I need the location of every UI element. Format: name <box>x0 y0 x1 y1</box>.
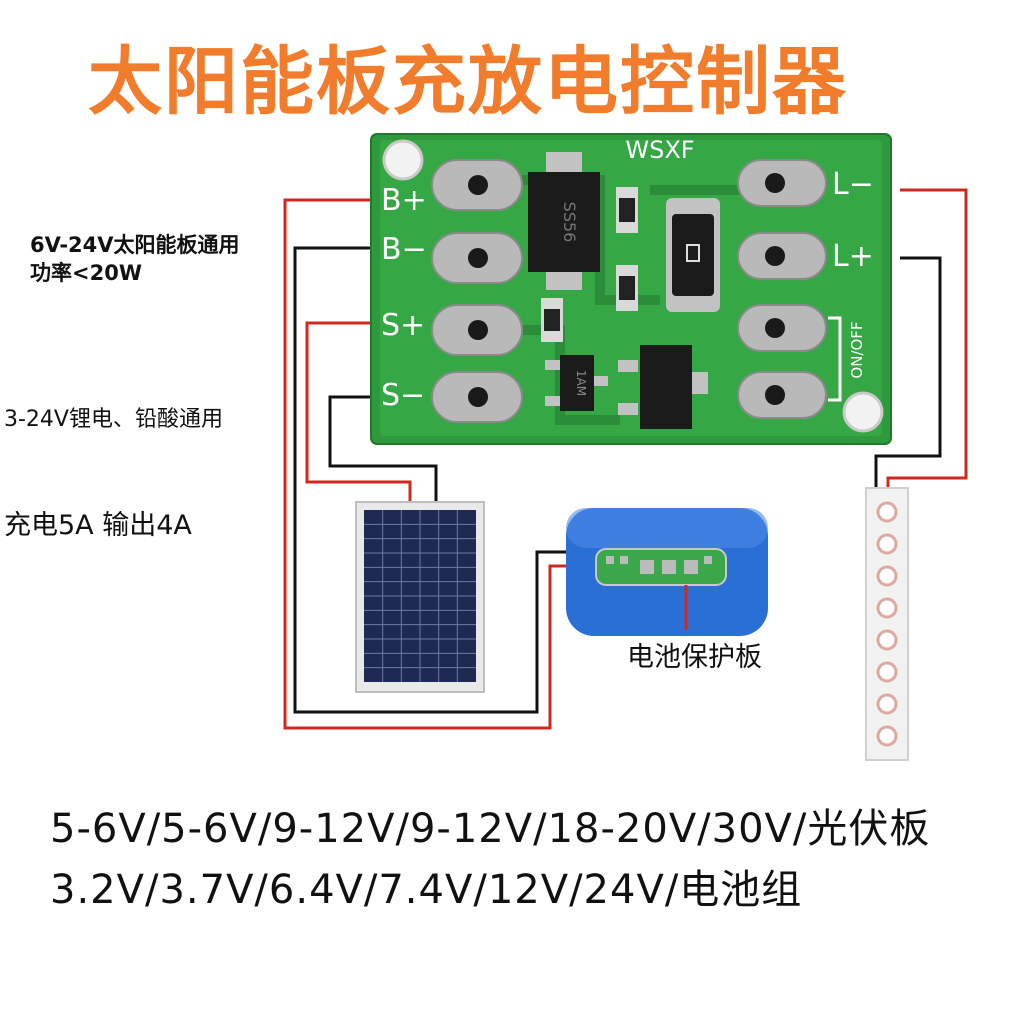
led-chip <box>876 661 898 683</box>
solar-panel-image <box>355 501 485 693</box>
page-title: 太阳能板充放电控制器 <box>88 39 848 125</box>
wire-solar-positive <box>305 321 412 505</box>
mounting-hole <box>382 139 424 181</box>
pin-label-l-minus: L− <box>832 167 874 202</box>
solar-panel-spec: 5-6V/5-6V/9-12V/9-12V/18-20V/30V/光伏板 <box>50 806 931 852</box>
pin-label-b-minus: B− <box>381 232 427 267</box>
bms-callout: 电池保护板 <box>627 642 762 673</box>
wire-solar-negative <box>328 395 438 505</box>
led-chip <box>876 597 898 619</box>
pin-label-l-plus: L+ <box>832 239 874 274</box>
battery-type-note: 3-24V锂电、铅酸通用 <box>4 407 223 432</box>
led-chip <box>876 533 898 555</box>
led-chip <box>876 565 898 587</box>
led-chip <box>876 725 898 747</box>
battery-pack-spec: 3.2V/3.7V/6.4V/7.4V/12V/24V/电池组 <box>50 867 803 913</box>
switch-label: ON/OFF <box>848 321 866 378</box>
wire-load-negative <box>886 188 968 490</box>
solar-voltage-note: 6V-24V太阳能板通用 <box>30 233 240 257</box>
wire-load-positive <box>874 256 942 490</box>
brand-label: WSXF <box>625 136 694 164</box>
wire-battery-positive <box>283 198 578 730</box>
led-strip-image <box>865 487 909 761</box>
led-chip <box>876 693 898 715</box>
pin-label-b-plus: B+ <box>381 183 427 218</box>
controller-board: SS56 1AM WSXF B+ B− <box>370 133 892 445</box>
left-pads <box>431 159 523 423</box>
diode-marking: SS56 <box>560 202 579 243</box>
led-chip <box>876 629 898 651</box>
led-chip <box>876 501 898 523</box>
wire-battery-negative <box>293 246 578 714</box>
solar-power-note: 功率<20W <box>30 261 142 285</box>
pin-label-s-minus: S− <box>381 378 425 413</box>
current-note: 充电5A 输出4A <box>4 510 192 541</box>
transistor-marking: 1AM <box>574 370 588 396</box>
pin-label-s-plus: S+ <box>381 308 425 343</box>
battery-pack-image <box>566 508 768 636</box>
right-pads <box>737 159 827 419</box>
mounting-hole <box>842 391 884 433</box>
wires <box>283 188 968 730</box>
components: SS56 1AM <box>528 152 720 429</box>
